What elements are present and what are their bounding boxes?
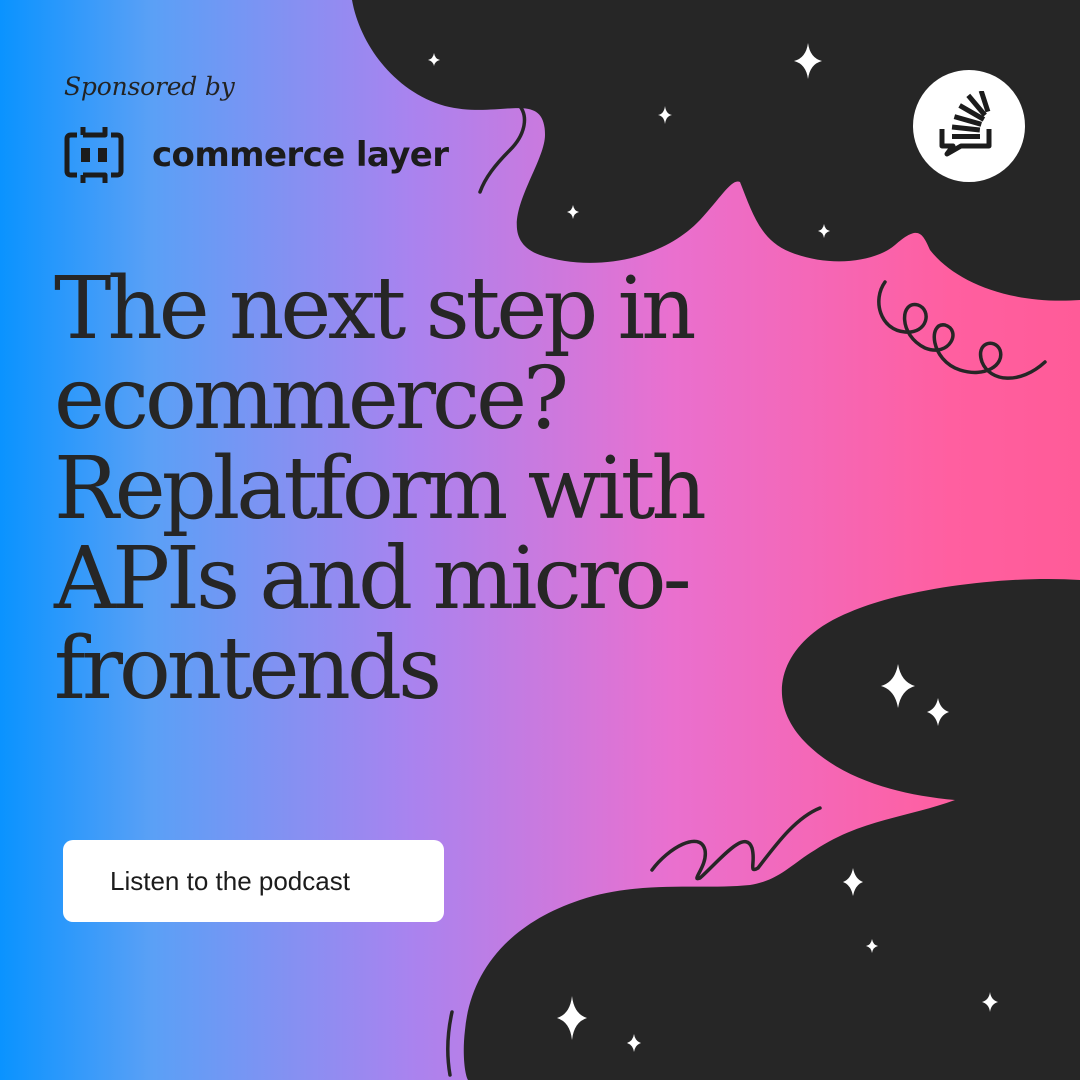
sparkle-icon	[627, 1034, 641, 1052]
sparkle-icon	[881, 664, 915, 708]
sparkles	[428, 43, 998, 1052]
hook-squiggle	[478, 101, 527, 194]
sparkle-icon	[428, 53, 440, 66]
sponsored-by-label: Sponsored by	[64, 72, 235, 101]
sparkle-icon	[927, 698, 949, 726]
headline-line: ecommerce?	[54, 349, 569, 449]
sparkle-icon	[557, 996, 587, 1040]
stack-overflow-badge[interactable]	[910, 67, 1028, 185]
stack-overflow-icon	[939, 91, 992, 157]
bottom-cloud-blob	[463, 578, 1080, 1080]
commerce-layer-logo-icon	[64, 127, 124, 183]
sparkle-icon	[567, 205, 579, 219]
sparkle-icon	[843, 868, 863, 896]
sponsor-logo[interactable]: commerce layer	[63, 124, 449, 186]
headline-line: APIs and micro-	[54, 529, 692, 629]
sponsor-name: commerce layer	[152, 135, 449, 175]
listen-podcast-button[interactable]: Listen to the podcast	[63, 840, 444, 922]
sparkle-icon	[794, 43, 822, 79]
sparkle-icon	[658, 106, 672, 124]
wave-squiggle	[650, 806, 822, 881]
top-cloud-blob	[352, 0, 1080, 301]
sparkle-icon	[982, 992, 998, 1012]
loop-squiggle	[877, 280, 1047, 380]
headline-line: frontends	[54, 619, 442, 719]
headline: The next step in ecommerce? Replatform w…	[54, 264, 734, 714]
headline-line: The next step in	[54, 259, 697, 359]
bottom-hook-squiggle	[446, 1010, 454, 1077]
headline-line: Replatform with	[54, 439, 707, 539]
sparkle-icon	[818, 224, 830, 238]
sparkle-icon	[866, 939, 878, 953]
